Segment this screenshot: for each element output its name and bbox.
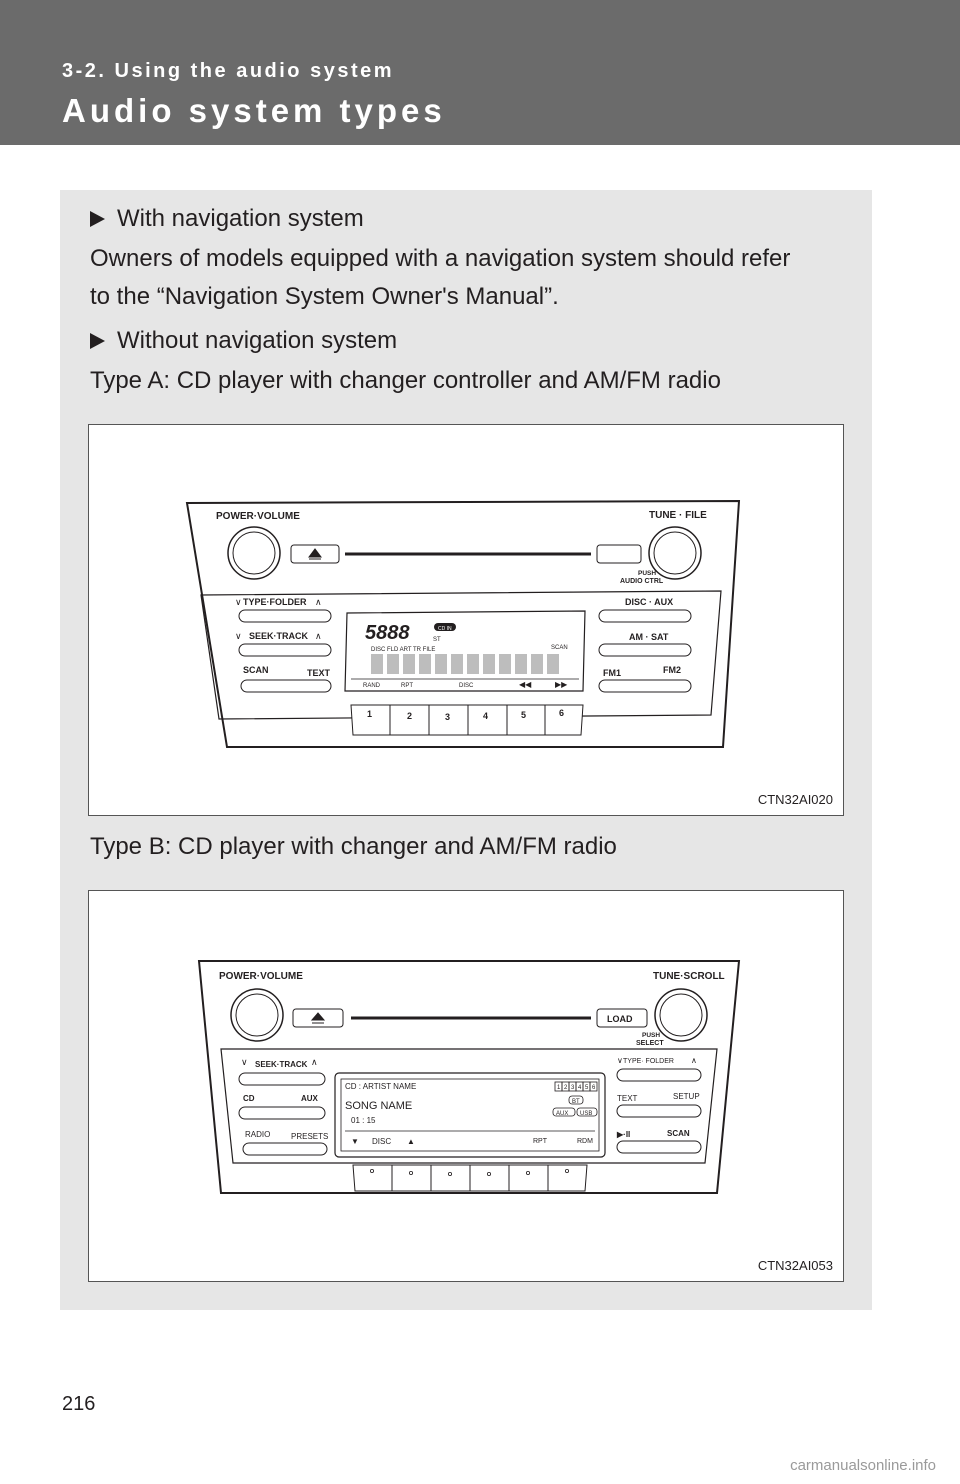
- svg-text:TUNE · FILE: TUNE · FILE: [649, 510, 707, 521]
- svg-text:BT: BT: [572, 1099, 580, 1105]
- type-a-head-unit-illustration: POWER·VOLUME TUNE · FILE PUSH AUDIO CTRL…: [185, 499, 741, 748]
- section-title: 3-2. Using the audio system: [62, 60, 395, 82]
- svg-text:PUSH: PUSH: [638, 570, 656, 577]
- svg-text:▲: ▲: [407, 1137, 415, 1146]
- svg-text:SONG NAME: SONG NAME: [345, 1100, 412, 1112]
- svg-text:∨: ∨: [617, 1056, 623, 1065]
- svg-text:TEXT: TEXT: [617, 1094, 638, 1103]
- type-b-caption: Type B: CD player with changer and AM/FM…: [90, 833, 617, 860]
- svg-text:01 : 15: 01 : 15: [351, 1116, 376, 1125]
- page-header: 3-2. Using the audio system Audio system…: [0, 0, 960, 145]
- svg-text:DISC: DISC: [372, 1137, 391, 1146]
- svg-text:DISC: DISC: [459, 683, 474, 689]
- svg-text:RPT: RPT: [401, 683, 413, 689]
- svg-text:4: 4: [483, 711, 488, 721]
- svg-text:AM · SAT: AM · SAT: [629, 632, 669, 642]
- svg-text:2: 2: [564, 1085, 568, 1091]
- svg-text:3: 3: [571, 1085, 575, 1091]
- figure-code: CTN32AI053: [757, 1258, 833, 1273]
- svg-text:5888: 5888: [365, 622, 410, 644]
- svg-text:4: 4: [578, 1085, 582, 1091]
- svg-text:∧: ∧: [315, 597, 322, 607]
- svg-text:AUX: AUX: [301, 1094, 319, 1103]
- svg-text:CD: CD: [243, 1094, 255, 1103]
- svg-text:◀◀: ◀◀: [519, 680, 532, 689]
- svg-text:CD : ARTIST NAME: CD : ARTIST NAME: [345, 1082, 416, 1091]
- type-b-head-unit-illustration: POWER·VOLUME TUNE·SCROLL LOAD PUSH SELEC…: [197, 960, 741, 1194]
- svg-text:LOAD: LOAD: [607, 1014, 633, 1024]
- svg-text:RDM: RDM: [577, 1138, 593, 1145]
- svg-text:∨: ∨: [235, 631, 242, 641]
- page-number: 216: [62, 1393, 96, 1415]
- svg-text:DISC · AUX: DISC · AUX: [625, 597, 673, 607]
- figure-code: CTN32AI020: [757, 792, 833, 807]
- svg-text:2: 2: [407, 711, 412, 721]
- figure-type-b: POWER·VOLUME TUNE·SCROLL LOAD PUSH SELEC…: [88, 890, 844, 1282]
- figure-type-a: POWER·VOLUME TUNE · FILE PUSH AUDIO CTRL…: [88, 424, 844, 816]
- svg-text:3: 3: [445, 712, 450, 722]
- svg-text:PRESETS: PRESETS: [291, 1132, 328, 1141]
- svg-text:AUX: AUX: [556, 1111, 568, 1117]
- svg-text:5: 5: [521, 710, 526, 720]
- svg-text:TYPE·FOLDER: TYPE·FOLDER: [243, 597, 307, 607]
- svg-text:▶·II: ▶·II: [616, 1130, 630, 1139]
- nonav-heading: Without navigation system: [90, 326, 397, 356]
- svg-text:5: 5: [585, 1085, 589, 1091]
- svg-text:TYPE· FOLDER: TYPE· FOLDER: [623, 1058, 674, 1065]
- page-title: Audio system types: [62, 92, 446, 129]
- svg-text:▶▶: ▶▶: [555, 680, 568, 689]
- svg-text:TEXT: TEXT: [307, 668, 331, 678]
- svg-text:∨: ∨: [241, 1057, 248, 1067]
- svg-text:▼: ▼: [351, 1137, 359, 1146]
- svg-text:6: 6: [559, 708, 564, 718]
- nav-heading: With navigation system: [90, 204, 364, 234]
- svg-text:POWER·VOLUME: POWER·VOLUME: [216, 511, 300, 522]
- svg-text:SELECT: SELECT: [636, 1040, 664, 1047]
- svg-text:∧: ∧: [315, 631, 322, 641]
- svg-text:RADIO: RADIO: [245, 1130, 270, 1139]
- svg-text:ST: ST: [433, 637, 441, 643]
- svg-text:AUDIO CTRL: AUDIO CTRL: [620, 578, 664, 585]
- type-a-caption: Type A: CD player with changer controlle…: [90, 367, 721, 394]
- triangle-bullet-icon: [90, 333, 105, 349]
- svg-text:DISC FLD ART TR FILE: DISC FLD ART TR FILE: [371, 647, 435, 653]
- svg-text:SETUP: SETUP: [673, 1092, 700, 1101]
- svg-text:∧: ∧: [691, 1056, 697, 1065]
- svg-text:FM1: FM1: [603, 668, 621, 678]
- svg-text:POWER·VOLUME: POWER·VOLUME: [219, 971, 303, 982]
- svg-text:∧: ∧: [311, 1057, 318, 1067]
- svg-text:SCAN: SCAN: [243, 665, 269, 675]
- svg-text:FM2: FM2: [663, 665, 681, 675]
- watermark: carmanualsonline.info: [790, 1457, 936, 1474]
- svg-text:SEEK·TRACK: SEEK·TRACK: [249, 631, 309, 641]
- svg-text:TUNE·SCROLL: TUNE·SCROLL: [653, 971, 725, 982]
- nav-text-line-2: to the “Navigation System Owner's Manual…: [90, 283, 559, 310]
- svg-text:∨: ∨: [235, 597, 242, 607]
- svg-text:USB: USB: [580, 1111, 592, 1117]
- svg-text:RAND: RAND: [363, 683, 381, 689]
- svg-text:SCAN: SCAN: [551, 645, 568, 651]
- svg-text:6: 6: [592, 1085, 596, 1091]
- svg-text:CD IN: CD IN: [438, 626, 452, 632]
- svg-text:SEEK·TRACK: SEEK·TRACK: [255, 1060, 308, 1069]
- svg-text:1: 1: [367, 709, 372, 719]
- svg-text:RPT: RPT: [533, 1138, 548, 1145]
- triangle-bullet-icon: [90, 211, 105, 227]
- svg-text:SCAN: SCAN: [667, 1129, 690, 1138]
- svg-text:PUSH: PUSH: [642, 1032, 660, 1039]
- svg-text:1: 1: [557, 1085, 561, 1091]
- nav-text-line-1: Owners of models equipped with a navigat…: [90, 245, 791, 272]
